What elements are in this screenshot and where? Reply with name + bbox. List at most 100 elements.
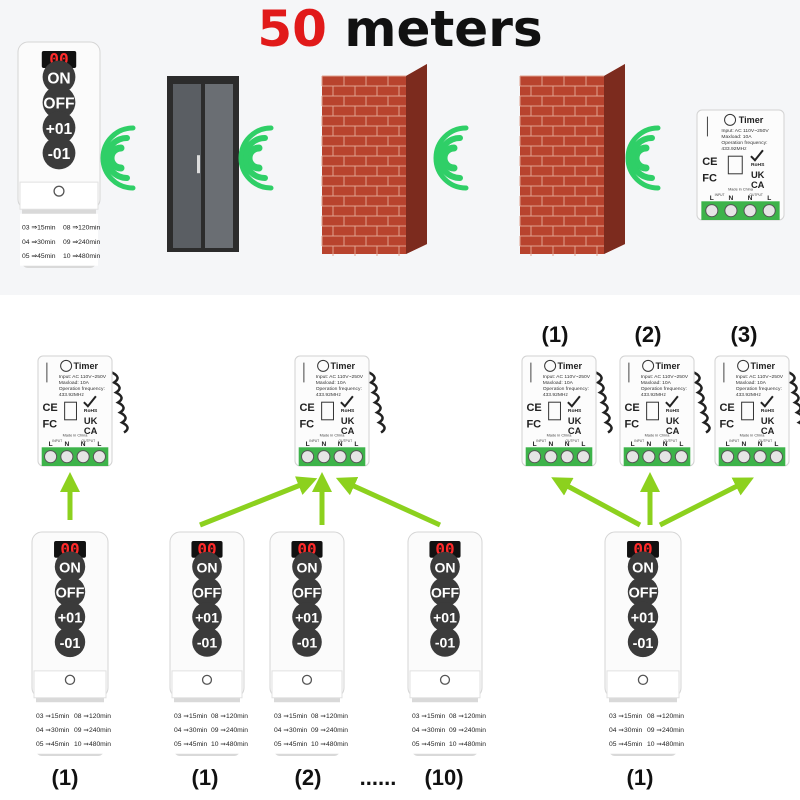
receiver-spec-line: 433.92MHz (736, 392, 762, 398)
remote-button-label: OFF (43, 96, 74, 113)
timer-table-cell: 09 ⇒240min (74, 727, 111, 734)
receiver-spec-line: 433.92MHz (543, 392, 569, 398)
label-ellipsis: ...... (359, 765, 397, 790)
timer-table-cell: 09 ⇒240min (647, 727, 684, 734)
label-single-remote-right: (1) (626, 765, 654, 790)
timer-table-card (272, 702, 342, 754)
label-single-remote: (1) (51, 765, 79, 790)
terminal-group-label: INPUT (634, 439, 644, 443)
remote-button-label: OFF (293, 584, 322, 600)
receiver-spec-line: Input: AC 110V~250V (316, 374, 364, 380)
terminal-label: L (710, 195, 714, 202)
brick-wall-2 (519, 64, 625, 256)
remote-button (292, 627, 322, 657)
timer-clock-icon (724, 113, 737, 126)
antenna-coil (111, 371, 129, 434)
door-leaf-left (173, 84, 201, 248)
remote-button-label: OFF (629, 586, 658, 602)
clock-icon (201, 674, 213, 685)
ce-mark: CE (299, 402, 314, 414)
signal-wave-arc (629, 135, 655, 181)
remote-button (54, 601, 86, 633)
timer-table-cell: 05 ⇒45min (36, 741, 70, 748)
clock-icon (301, 674, 313, 685)
timer-table-card (20, 213, 98, 266)
receiver-spec-line: Operation frequency: (721, 140, 767, 146)
remote-button-label: ON (47, 70, 70, 87)
uk-mark: UK (666, 416, 680, 426)
check-icon (760, 395, 774, 408)
remote-button-label: +01 (58, 611, 83, 627)
timer-table-cell: 05 ⇒45min (22, 253, 56, 260)
terminal-label: N (565, 441, 570, 448)
brick-wall-1 (321, 64, 427, 256)
remote-button-label: -01 (60, 636, 81, 652)
ce-mark: CE (42, 402, 57, 414)
weee-bin-icon (548, 401, 561, 421)
check-icon (83, 395, 97, 408)
signal-waves-4 (625, 125, 661, 191)
receiver-spec-line: Maxload: 10A (59, 380, 90, 386)
timer-table-cell: 10 ⇒480min (449, 741, 486, 748)
timer-table-cell: 10 ⇒480min (63, 253, 101, 260)
terminal-screw (724, 204, 738, 218)
rohs-mark: RoHS (568, 408, 582, 414)
terminal-screw (317, 450, 331, 464)
label-remote-10: (10) (424, 765, 464, 790)
timer-table-cell: 10 ⇒480min (647, 741, 684, 748)
uk-mark: UK (84, 416, 98, 426)
label-remote-2: (2) (294, 765, 322, 790)
remote-button-label: +01 (433, 610, 457, 626)
terminal-label: L (97, 441, 101, 448)
receiver-spec-line: Input: AC 110V~250V (721, 128, 769, 134)
weee-bin-icon (321, 401, 334, 421)
remote-button-label: OFF (431, 584, 460, 600)
timer-table-cell: 04 ⇒30min (274, 727, 308, 734)
check-icon (567, 395, 581, 408)
remote-display (191, 540, 223, 558)
remote-button-label: OFF (193, 584, 222, 600)
terminal-screw (301, 450, 315, 464)
signal-wave-arc (100, 125, 136, 191)
arrow-panel2-right (335, 477, 442, 528)
timer-table-cell: 03 ⇒15min (274, 713, 308, 720)
remote-button-label: -01 (633, 636, 654, 652)
antenna-coil (368, 371, 386, 434)
remote-display (291, 540, 323, 558)
signal-waves-1 (100, 125, 136, 191)
remote-button-label: -01 (297, 635, 317, 651)
fc-mark: FC (526, 419, 541, 431)
rohs-mark: RoHS (84, 408, 98, 414)
terminal-label: L (49, 441, 53, 448)
terminal-label: N (81, 441, 86, 448)
fc-mark: FC (42, 419, 57, 431)
receiver-spec-line: Input: AC 110V~250V (543, 374, 591, 380)
weee-bin-icon (646, 401, 659, 421)
signal-wave-arc (625, 125, 661, 191)
terminal-label: L (306, 441, 310, 448)
terminal-group-label: OUTPUT (566, 439, 580, 443)
terminal-group-label: INPUT (536, 439, 546, 443)
terminal-label: L (726, 441, 730, 448)
terminal-group-label: OUTPUT (339, 439, 353, 443)
remote-button (627, 601, 659, 633)
remote-button (627, 626, 659, 658)
timer-table-cell: 09 ⇒240min (449, 727, 486, 734)
receiver-spec-line: Operation frequency: (641, 386, 687, 392)
ce-mark: CE (719, 402, 734, 414)
terminal-label: N (64, 441, 69, 448)
ca-mark: CA (568, 426, 582, 436)
remote-button-label: ON (196, 559, 217, 575)
terminal-screw (544, 450, 558, 464)
timer-table-cell: 10 ⇒480min (74, 741, 111, 748)
timer-clock-icon (317, 359, 330, 372)
terminal-screw (753, 450, 767, 464)
terminal-block (701, 201, 780, 220)
timer-table-cell: 08 ⇒120min (63, 225, 101, 232)
remote-button (430, 602, 460, 632)
remote-button (192, 551, 222, 582)
